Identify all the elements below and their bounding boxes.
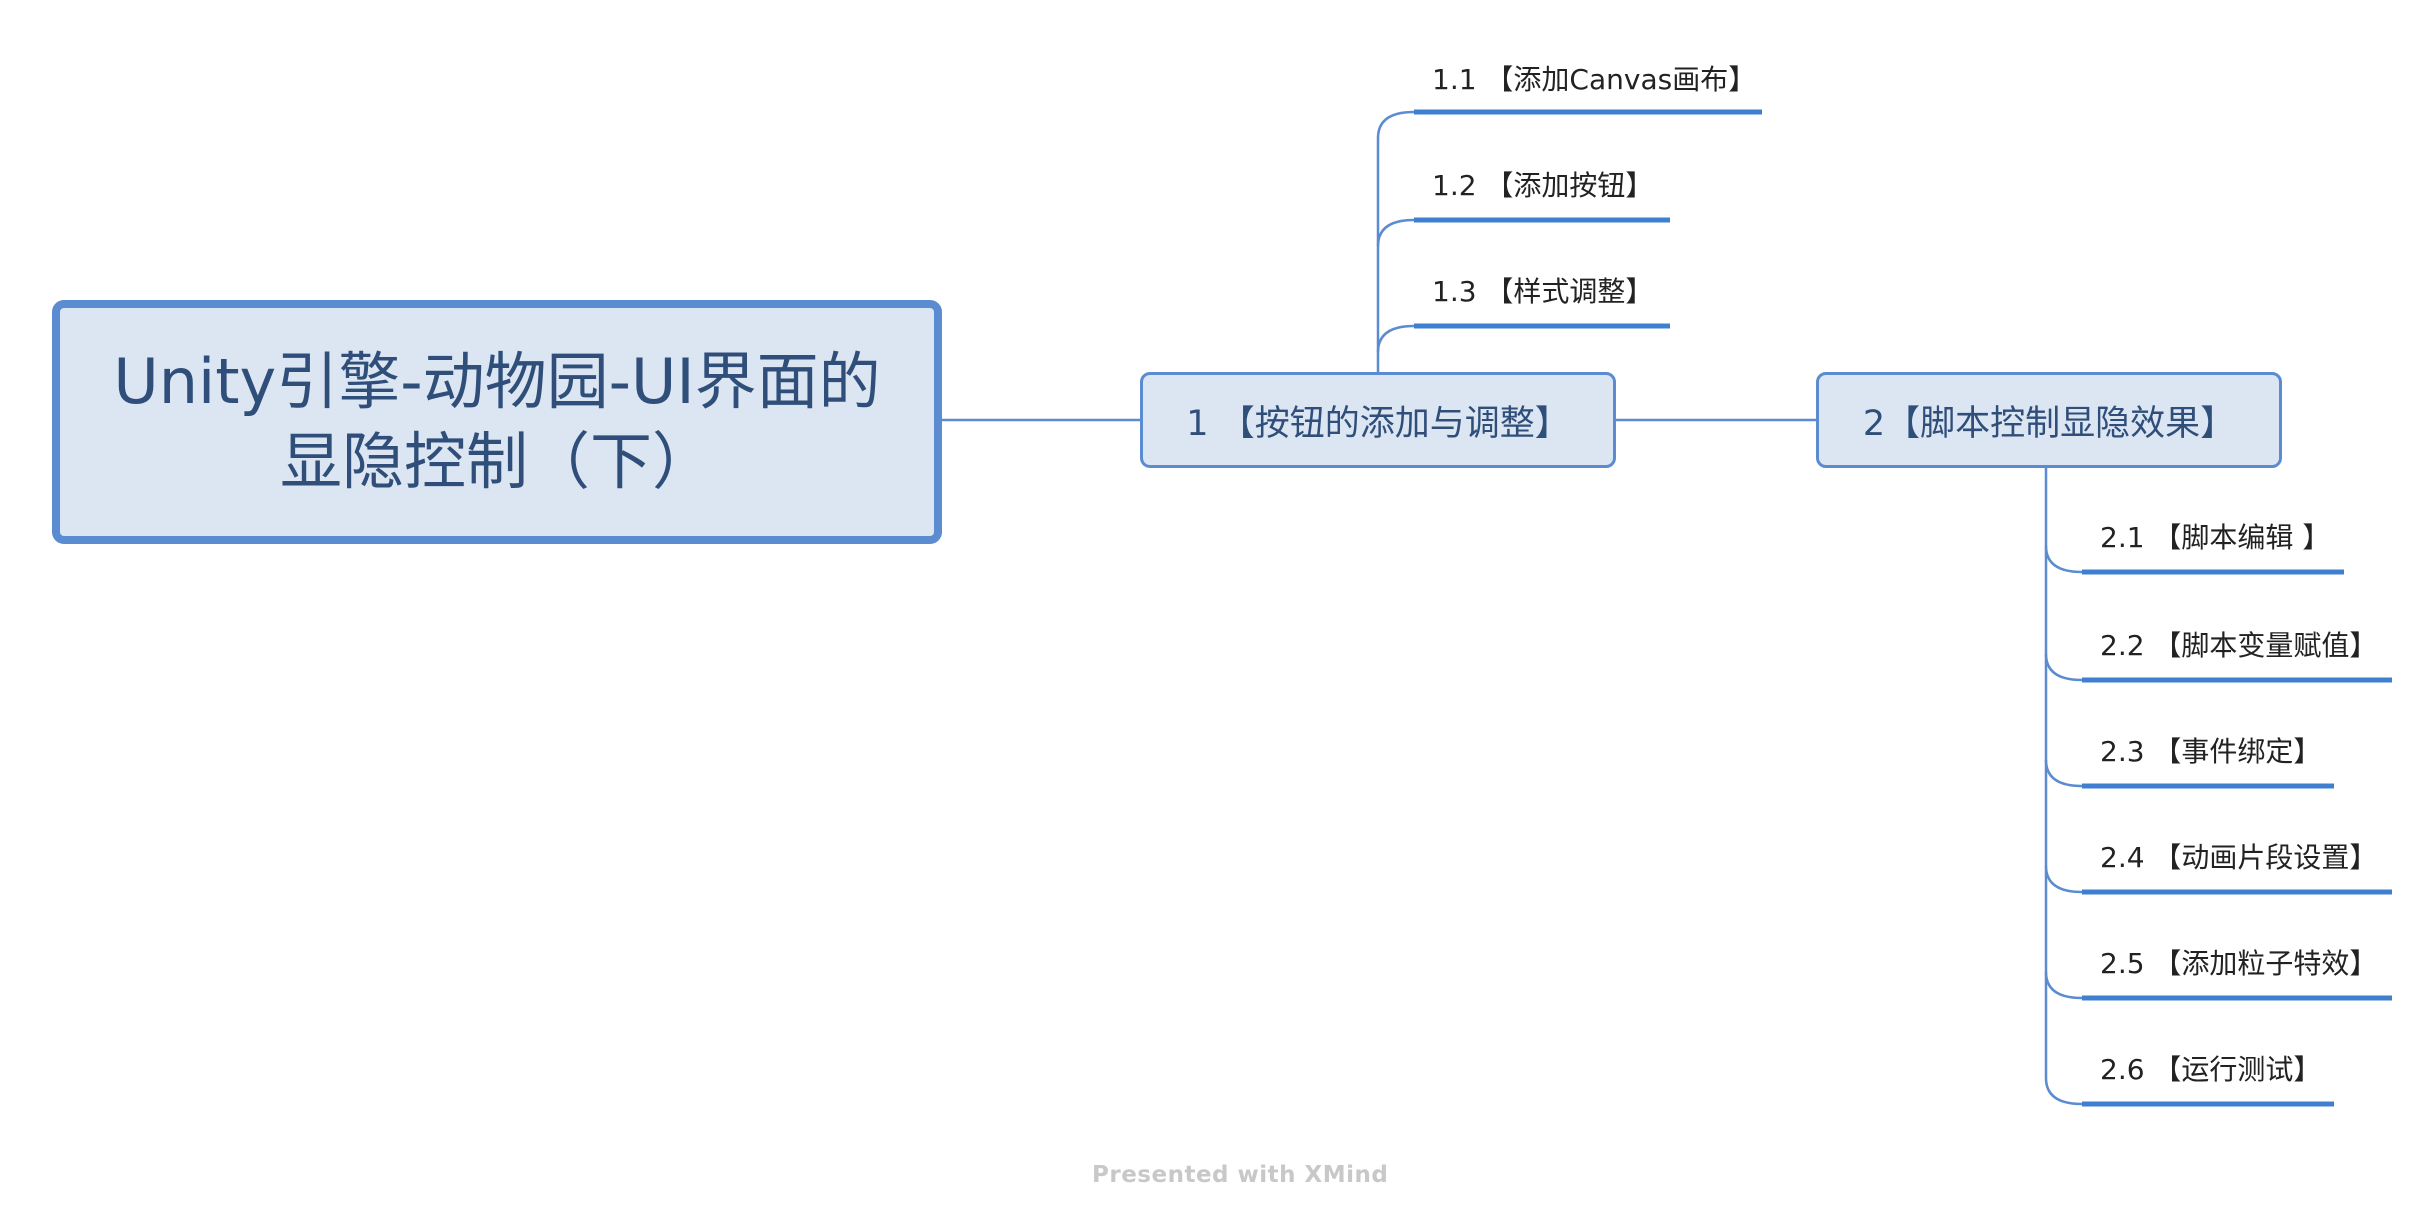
central-topic-label: Unity引擎-动物园-UI界面的 显隐控制（下） [113, 345, 881, 498]
subtopic-label: 2.3 【事件绑定】 [2100, 735, 2322, 768]
subtopic-label: 2.5 【添加粒子特效】 [2100, 947, 2378, 980]
topic-label: 2【脚本控制显隐效果】 [1862, 403, 2236, 444]
subtopic-add-canvas[interactable]: 1.1 【添加Canvas画布】 [1432, 60, 1756, 100]
subtopic-script-variable-assign[interactable]: 2.2 【脚本变量赋值】 [2100, 626, 2377, 666]
subtopic-label: 1.2 【添加按钮】 [1432, 169, 1654, 202]
subtopic-add-button[interactable]: 1.2 【添加按钮】 [1432, 166, 1653, 206]
xmind-watermark: Presented with XMind [1092, 1162, 1389, 1188]
subtopic-label: 2.4 【动画片段设置】 [2100, 841, 2378, 874]
subtopic-label: 2.2 【脚本变量赋值】 [2100, 629, 2378, 662]
subtopic-style-adjust[interactable]: 1.3 【样式调整】 [1432, 272, 1653, 312]
topic-script-visibility-control[interactable]: 2【脚本控制显隐效果】 [1816, 372, 2282, 468]
subtopic-label: 1.1 【添加Canvas画布】 [1432, 63, 1757, 96]
central-topic[interactable]: Unity引擎-动物园-UI界面的 显隐控制（下） [52, 300, 942, 544]
subtopic-run-test[interactable]: 2.6 【运行测试】 [2100, 1050, 2321, 1090]
subtopic-label: 2.1 【脚本编辑 】 [2100, 521, 2331, 554]
subtopic-label: 1.3 【样式调整】 [1432, 275, 1654, 308]
subtopic-script-edit[interactable]: 2.1 【脚本编辑 】 [2100, 518, 2330, 558]
topic-button-add-adjust[interactable]: 1 【按钮的添加与调整】 [1140, 372, 1616, 468]
subtopic-label: 2.6 【运行测试】 [2100, 1053, 2322, 1086]
topic-label: 1 【按钮的添加与调整】 [1186, 403, 1570, 444]
subtopic-add-particle-effect[interactable]: 2.5 【添加粒子特效】 [2100, 944, 2377, 984]
subtopic-animation-clip-settings[interactable]: 2.4 【动画片段设置】 [2100, 838, 2377, 878]
subtopic-event-binding[interactable]: 2.3 【事件绑定】 [2100, 732, 2321, 772]
